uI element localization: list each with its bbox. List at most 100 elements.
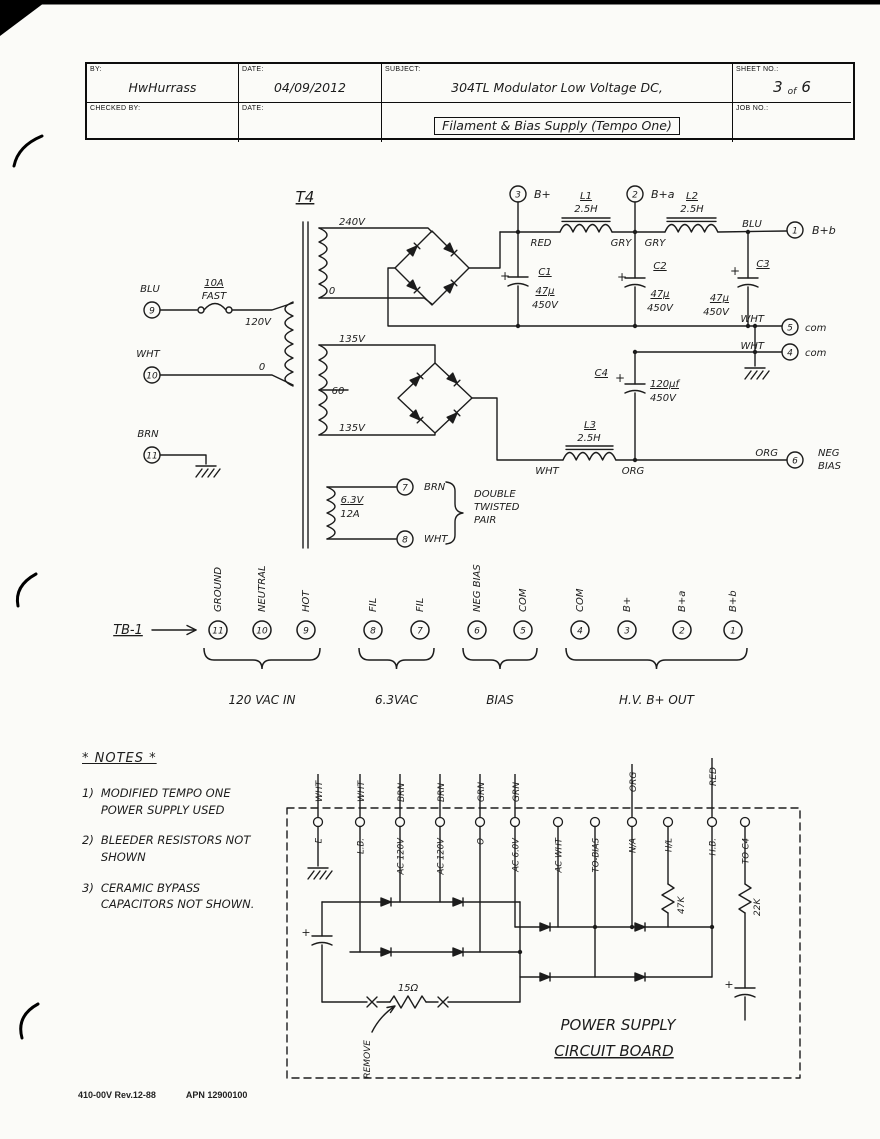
tb1-terminal-10 bbox=[252, 620, 272, 640]
page-curl-mark bbox=[15, 572, 38, 608]
terminal-6 bbox=[786, 451, 804, 469]
board-terminal-label: H/L bbox=[665, 838, 675, 852]
top-edge-line bbox=[24, 0, 880, 5]
note-number: 2) bbox=[82, 833, 94, 848]
tb1-terminal-number: 2 bbox=[679, 627, 685, 637]
ground-icon bbox=[195, 465, 221, 478]
tb1-group-label: H.V. B+ OUT bbox=[619, 693, 696, 707]
job-label: JOB NO.: bbox=[736, 105, 769, 112]
junction-dots bbox=[515, 229, 758, 955]
board-terminal bbox=[626, 816, 638, 828]
terminal-2-number: 2 bbox=[632, 191, 638, 201]
l3-value: 2.5H bbox=[577, 433, 601, 444]
twisted-pair-2: TWISTED bbox=[474, 502, 520, 513]
note-text: BLEEDER RESISTORS NOT SHOWN bbox=[100, 833, 251, 864]
sheet-of: of bbox=[787, 87, 797, 97]
tb1-terminal-number: 1 bbox=[730, 627, 736, 637]
terminal-8-number: 8 bbox=[402, 536, 408, 546]
board-cap-right-plus: + bbox=[724, 978, 733, 991]
c3-value: 47μ bbox=[710, 293, 729, 304]
terminal-1-number: 1 bbox=[792, 227, 798, 237]
c3-plus: + bbox=[730, 264, 740, 278]
term6-name-1: NEG bbox=[818, 448, 840, 459]
board-terminal-label: TO C4 bbox=[742, 838, 752, 864]
tb1-terminal-name: COM bbox=[575, 588, 586, 612]
inductor-l3 bbox=[562, 451, 617, 461]
fuse-icon bbox=[197, 306, 205, 314]
page-curl-mark bbox=[12, 134, 44, 168]
tb1-terminal-name: B+ bbox=[622, 597, 633, 612]
terminal-7-number: 7 bbox=[402, 484, 408, 494]
board-title-2: CIRCUIT BOARD bbox=[554, 1042, 673, 1060]
inductor-l2 bbox=[664, 223, 719, 233]
tb1-terminal-11 bbox=[208, 620, 228, 640]
tb1-terminal-number: 4 bbox=[577, 627, 583, 637]
term5-name: com bbox=[805, 323, 827, 334]
by-value: HwHurrass bbox=[128, 79, 197, 95]
terminal-2 bbox=[626, 185, 644, 203]
term8-color: WHT bbox=[424, 534, 448, 545]
terminal-3 bbox=[509, 185, 527, 203]
x-mark bbox=[366, 996, 378, 1008]
capacitor-icon bbox=[311, 935, 333, 946]
board-wire-color: WHT bbox=[357, 779, 367, 802]
date2-label: DATE: bbox=[242, 105, 264, 112]
board-terminal bbox=[354, 816, 366, 828]
remove-arrow bbox=[371, 1005, 396, 1033]
fuse-icon bbox=[225, 306, 233, 314]
tb1-terminal-name: FIL bbox=[368, 598, 379, 612]
note-number: 3) bbox=[82, 880, 94, 895]
footer-revision: 410-00V Rev.12-88 bbox=[78, 1090, 156, 1100]
primary-zero: 0 bbox=[259, 362, 265, 373]
capacitor-c2 bbox=[624, 277, 646, 288]
terminal-6-number: 6 bbox=[792, 457, 798, 467]
title-by-cell: BY: HwHurrass bbox=[87, 64, 239, 103]
tb1-group-label: 120 VAC IN bbox=[228, 693, 295, 707]
date-value: 04/09/2012 bbox=[273, 79, 347, 95]
sec2-135v-bot: 135V bbox=[339, 423, 366, 434]
sheet-total: 6 bbox=[801, 78, 811, 96]
tb1-terminal-number: 3 bbox=[624, 627, 630, 637]
terminal-11-number: 11 bbox=[146, 452, 157, 462]
x-mark bbox=[437, 996, 449, 1008]
terminal-10 bbox=[143, 366, 161, 384]
subject-line1: 304TL Modulator Low Voltage DC, bbox=[451, 79, 663, 95]
scan-artifacts bbox=[0, 0, 880, 1040]
tb1-group-label: 6.3VAC bbox=[375, 693, 419, 707]
diode-icon bbox=[452, 947, 464, 957]
diode-icon bbox=[634, 972, 646, 982]
tb1-group-brace bbox=[358, 647, 435, 670]
fuse-type: FAST bbox=[202, 291, 227, 302]
date-label: DATE: bbox=[242, 66, 264, 73]
resistor-47k bbox=[661, 883, 675, 914]
board-wire-color: ORG bbox=[629, 772, 639, 792]
tb1-group-label: BIAS bbox=[486, 693, 514, 707]
term6-name-2: BIAS bbox=[818, 461, 842, 472]
board-terminal-label: AC 6.0V bbox=[512, 837, 522, 873]
tb1-terminal-7 bbox=[410, 620, 430, 640]
board-terminal-label: N/A bbox=[629, 838, 639, 853]
board-wire-color: BRN bbox=[437, 783, 447, 802]
sec1-zero: 0 bbox=[329, 286, 335, 297]
board-terminal bbox=[739, 816, 751, 828]
note-text: CERAMIC BYPASS CAPACITORS NOT SHOWN. bbox=[100, 880, 255, 912]
board-wire-color: GRN bbox=[512, 782, 522, 802]
terminal-1 bbox=[786, 221, 804, 239]
c4-value: 120μf bbox=[650, 379, 680, 390]
ground-icon bbox=[744, 367, 770, 380]
terminal-11 bbox=[143, 446, 161, 464]
page-curl-mark bbox=[19, 1002, 40, 1040]
primary-winding bbox=[284, 301, 294, 387]
board-terminal bbox=[312, 816, 324, 828]
tb1-terminal-number: 8 bbox=[370, 627, 376, 637]
capacitor-icon bbox=[734, 987, 756, 998]
tb1-terminal-name: COM bbox=[518, 588, 529, 612]
l1-ref: L1 bbox=[580, 191, 592, 202]
t4-label: T4 bbox=[296, 188, 315, 206]
by-label: BY: bbox=[90, 66, 102, 73]
com5-color: WHT bbox=[740, 314, 764, 325]
l2-value: 2.5H bbox=[680, 204, 704, 215]
subject-line2: Filament & Bias Supply (Tempo One) bbox=[434, 117, 680, 135]
